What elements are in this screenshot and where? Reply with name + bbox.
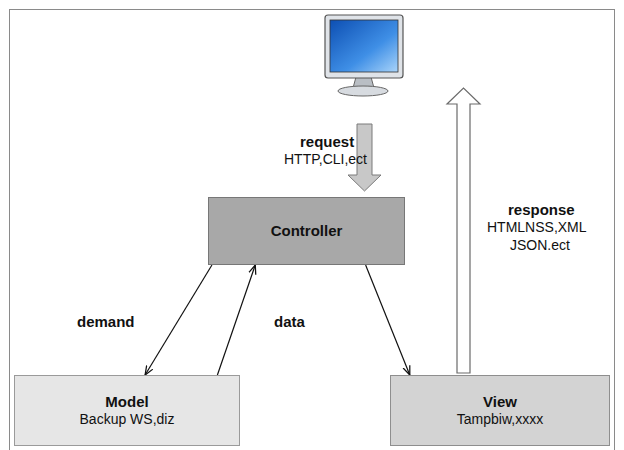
- edge-label: demand: [75, 313, 137, 331]
- monitor-base: [338, 86, 388, 96]
- node-title: Model: [105, 393, 148, 411]
- flow-arrow: [145, 265, 212, 375]
- node-body: Backup WS,diz: [80, 411, 175, 428]
- outer-frame: [10, 10, 615, 450]
- node-title: View: [483, 393, 517, 411]
- flow-arrow: [366, 265, 410, 375]
- format-label: HTMLNSS,XML: [487, 219, 587, 236]
- monitor-icon: [325, 15, 403, 96]
- format-label: JSON.ect: [510, 237, 570, 254]
- flow-label: request: [300, 133, 354, 151]
- edge-label: data: [272, 313, 307, 331]
- flow-label: response: [508, 201, 575, 219]
- node-title: Controller: [271, 222, 343, 240]
- monitor-bezel: [325, 15, 403, 78]
- format-label: HTTP,CLI,ect: [284, 151, 367, 168]
- controller-box: Controller: [208, 197, 405, 265]
- view-box: ViewTampbiw,xxxx: [390, 375, 610, 446]
- monitor-screen: [330, 20, 398, 72]
- flow-arrow: [217, 265, 255, 375]
- model-box: ModelBackup WS,diz: [14, 375, 240, 446]
- node-body: Tampbiw,xxxx: [457, 411, 543, 428]
- response-arrow: [447, 88, 480, 373]
